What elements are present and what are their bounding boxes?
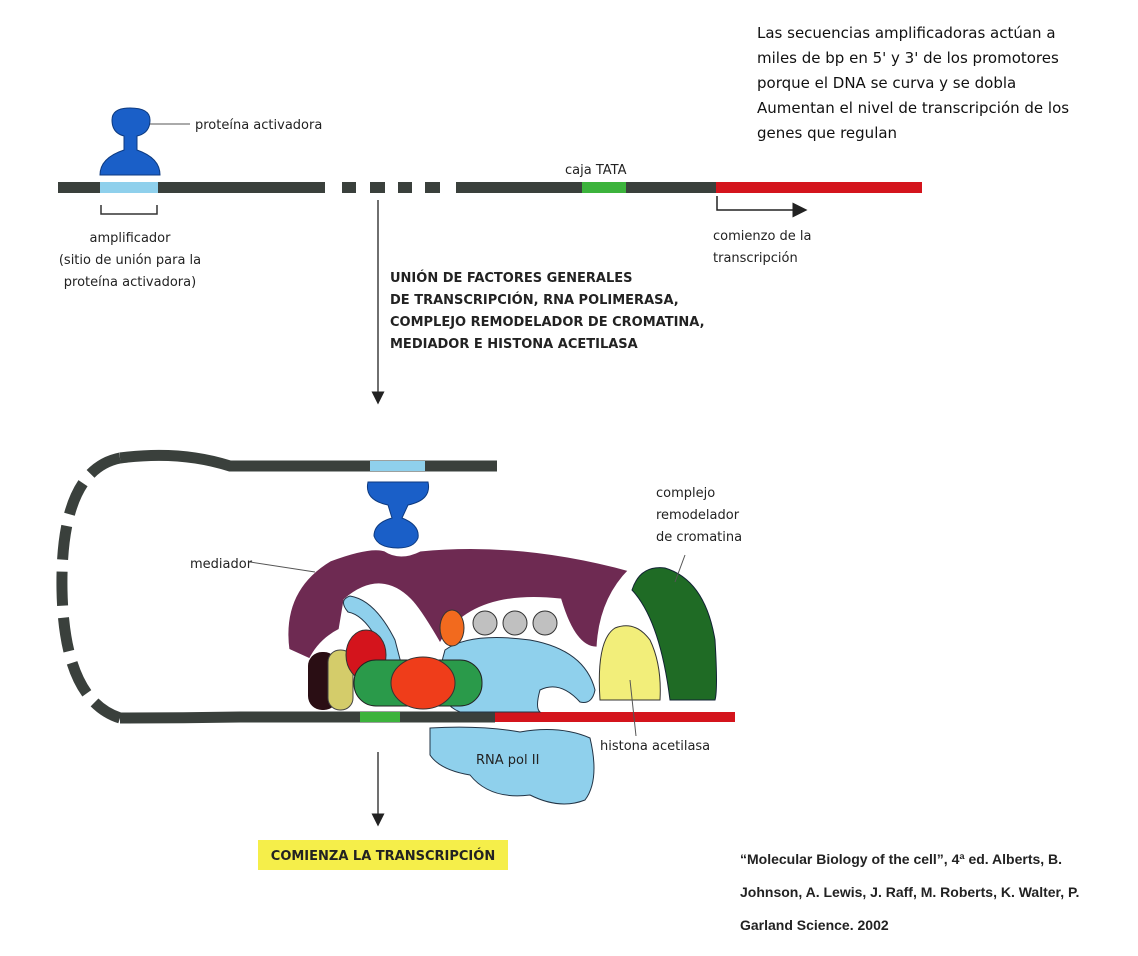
step-line: UNIÓN DE FACTORES GENERALES [390, 270, 633, 286]
leader-line [674, 554, 686, 583]
remodeler-label: complejo [656, 486, 715, 501]
leader-line [249, 561, 316, 573]
acetylase-label: histona acetilasa [600, 739, 710, 754]
note-line: porque el DNA se curva y se dobla [757, 74, 1016, 92]
note-line: miles de bp en 5' y 3' de los promotores [757, 49, 1059, 67]
dna-loop [56, 452, 122, 724]
enhancer-label: proteína activadora) [64, 275, 196, 290]
dna-upper-strand [119, 449, 497, 472]
citation: “Molecular Biology of the cell”, 4ª ed. … [740, 851, 1079, 933]
enhancer-bracket [100, 205, 158, 215]
gene-segment [716, 182, 922, 193]
citation-line: Garland Science. 2002 [740, 917, 889, 933]
start-label: comienzo de la [713, 229, 811, 244]
remodeler-label: de cromatina [656, 530, 742, 545]
general-factor [327, 649, 354, 711]
note-line: Aumentan el nivel de transcripción de lo… [757, 99, 1069, 117]
chromatin-remodeling-complex [631, 567, 717, 701]
general-factor [472, 610, 498, 636]
transcription-start-arrow [716, 196, 808, 218]
enhancer-segment [100, 182, 158, 193]
activator-protein [366, 481, 430, 549]
note-line: genes que regulan [757, 124, 897, 142]
dna-segment [58, 182, 325, 193]
looped-dna [56, 449, 735, 724]
general-factor [532, 610, 558, 636]
mediator-complex [285, 546, 633, 662]
dna-gap-dash [342, 182, 356, 193]
tata-label: caja TATA [565, 163, 627, 178]
dna-gap-dash [425, 182, 440, 193]
general-factor [390, 656, 456, 710]
top-dna [58, 182, 922, 193]
enhancer-label: (sitio de unión para la [59, 253, 201, 268]
leader-line [629, 679, 637, 737]
result-highlight [258, 840, 508, 870]
dna-lower-strand [119, 711, 495, 724]
dna-gap-dash [398, 182, 412, 193]
result-label: COMIENZA LA TRANSCRIPCIÓN [271, 848, 495, 864]
rna-polymerase-ii-lower [429, 726, 595, 805]
mediator-label: mediador [190, 557, 253, 572]
step-line: COMPLEJO REMODELADOR DE CROMATINA, [390, 315, 705, 330]
histone-acetylase [598, 625, 661, 701]
step-line: MEDIADOR E HISTONA ACETILASA [390, 337, 638, 352]
tata-box-segment [582, 182, 626, 193]
note-text: Las secuencias amplificadoras actúan a m… [757, 24, 1069, 142]
start-label: transcripción [713, 251, 798, 266]
polymerase-label: RNA pol II [476, 753, 539, 768]
activator-protein [99, 107, 161, 176]
note-line: Las secuencias amplificadoras actúan a [757, 24, 1056, 42]
activator-label: proteína activadora [195, 118, 322, 133]
gene-segment [495, 712, 735, 722]
remodeler-label: remodelador [656, 508, 740, 523]
general-factor [502, 610, 528, 636]
enhancer-segment [370, 461, 425, 471]
citation-line: “Molecular Biology of the cell”, 4ª ed. … [740, 851, 1062, 867]
general-factor [439, 609, 465, 647]
tata-box-segment [360, 712, 400, 722]
step-text: UNIÓN DE FACTORES GENERALES DE TRANSCRIP… [390, 270, 705, 352]
dna-gap-dash [370, 182, 385, 193]
citation-line: Johnson, A. Lewis, J. Raff, M. Roberts, … [740, 884, 1079, 900]
enhancer-label: amplificador [90, 231, 172, 246]
step-line: DE TRANSCRIPCIÓN, RNA POLIMERASA, [390, 292, 679, 308]
